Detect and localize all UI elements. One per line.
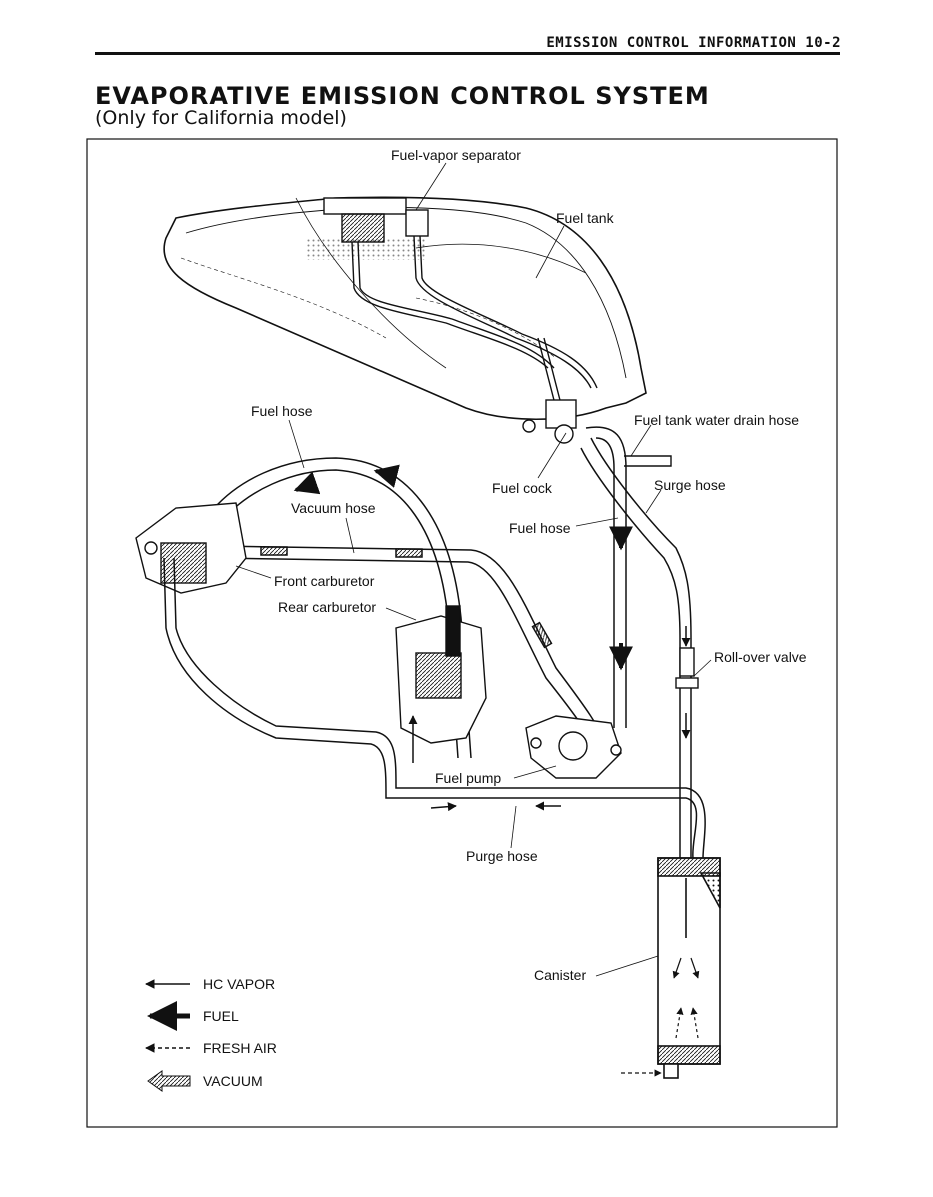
separator-icon (323, 197, 429, 243)
label-surge-hose: Surge hose (654, 477, 726, 493)
label-canister: Canister (534, 967, 586, 983)
fuel-pool-hatch (306, 238, 426, 260)
legend-label-fresh-air: FRESH AIR (203, 1040, 277, 1056)
fuel-cock-icon (522, 399, 577, 444)
legend-hc-vapor: HC VAPOR (145, 976, 275, 992)
emission-diagram: Fuel-vapor separator Fuel tank Fuel hose… (86, 138, 838, 1128)
rollover-valve-icon (675, 647, 699, 689)
label-fuel-hose-mid: Fuel hose (509, 520, 571, 536)
label-fuel-pump: Fuel pump (435, 770, 501, 786)
legend-fuel: FUEL (147, 1001, 239, 1031)
hatched-arrow-icon (147, 1070, 191, 1092)
label-purge-hose: Purge hose (466, 848, 538, 864)
purge-loop (163, 557, 706, 859)
leader-lines (235, 162, 712, 977)
label-fuel-vapor-separator: Fuel-vapor separator (391, 147, 521, 163)
legend-vacuum: VACUUM (147, 1070, 263, 1092)
rear-carburetor-icon (395, 605, 487, 744)
front-carburetor-icon (135, 502, 247, 594)
label-drain-hose: Fuel tank water drain hose (634, 412, 799, 428)
page-title: EVAPORATIVE EMISSION CONTROL SYSTEM (95, 82, 710, 110)
legend-label-fuel: FUEL (203, 1008, 239, 1024)
label-front-carburetor: Front carburetor (274, 573, 375, 589)
drain-hose (624, 455, 672, 467)
label-fuel-tank: Fuel tank (556, 210, 615, 226)
fuel-hose-cock-pump (585, 426, 633, 728)
surge-hose (580, 437, 692, 858)
label-vacuum-hose: Vacuum hose (291, 500, 376, 516)
label-rollover-valve: Roll-over valve (714, 649, 807, 665)
fuel-pump-icon (525, 715, 622, 779)
legend-fresh-air: FRESH AIR (145, 1040, 277, 1056)
header-rule (95, 52, 840, 55)
canister-icon (621, 857, 721, 1079)
legend: HC VAPOR FUEL FRESH AIR VACUUM (145, 976, 277, 1092)
legend-label-hc-vapor: HC VAPOR (203, 976, 275, 992)
section-header: EMISSION CONTROL INFORMATION 10-2 (546, 35, 841, 51)
legend-label-vacuum: VACUUM (203, 1073, 263, 1089)
label-fuel-cock: Fuel cock (492, 480, 553, 496)
label-rear-carburetor: Rear carburetor (278, 599, 376, 615)
separator-hoses (351, 235, 598, 409)
frame-border (86, 138, 838, 1128)
page-subtitle: (Only for California model) (95, 107, 347, 129)
label-fuel-hose-top: Fuel hose (251, 403, 313, 419)
